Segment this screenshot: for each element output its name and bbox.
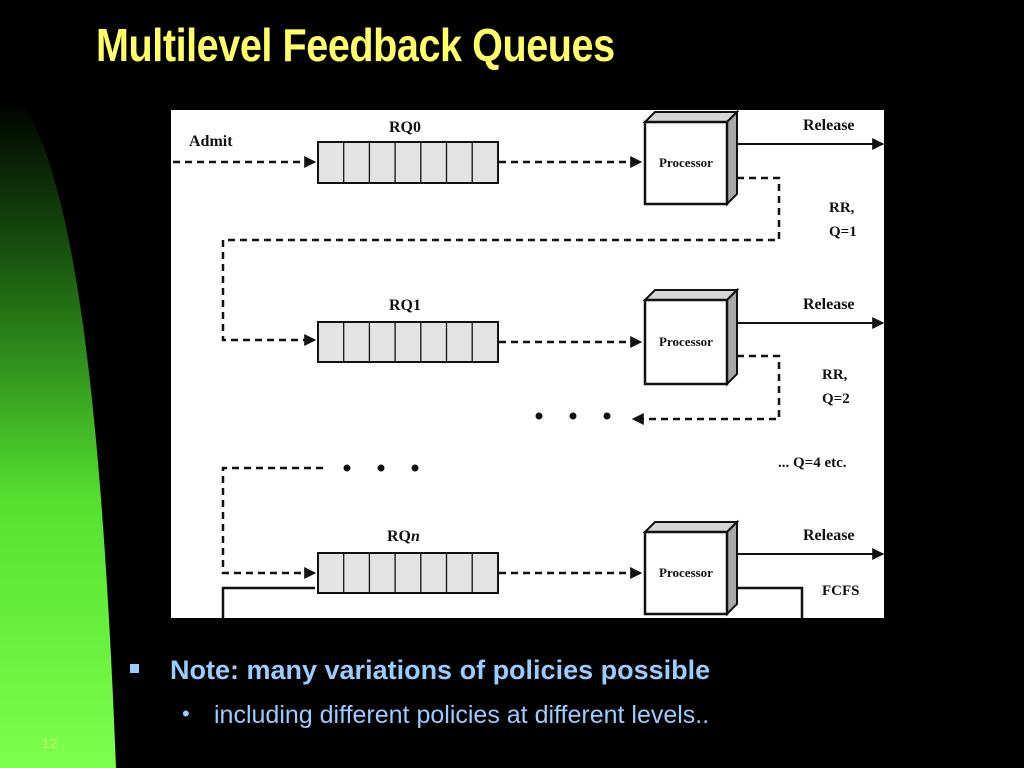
bullet-main-text: Note: many variations of policies possib… xyxy=(170,655,711,685)
policy-1-line2: Q=2 xyxy=(822,391,850,407)
queue-rqn xyxy=(317,552,499,594)
processor-label-1: Processor xyxy=(659,334,713,349)
release-label-n: Release xyxy=(803,527,855,544)
queue-label-rq0: RQ0 xyxy=(389,119,421,136)
ellipsis-dots-lower xyxy=(343,464,419,472)
queue-label-rq1: RQ1 xyxy=(389,297,421,314)
slide-title: Multilevel Feedback Queues xyxy=(96,19,615,71)
policy-0-line2: Q=1 xyxy=(829,224,857,240)
processor-label-n: Processor xyxy=(659,565,713,580)
page-number: 12 xyxy=(42,735,58,751)
bullet-sub-text: including different policies at differen… xyxy=(214,701,710,729)
queue-label-rqn: RQn xyxy=(387,528,420,545)
queue-level-0: RQ0 Processor Release RR, Q=1 xyxy=(221,110,884,346)
processor-label-0: Processor xyxy=(659,155,713,170)
policy-n-line1: FCFS xyxy=(822,583,860,599)
processor-1: Processor xyxy=(642,287,740,387)
policy-0-line1: RR, xyxy=(829,200,855,216)
processor-n: Processor xyxy=(642,519,740,617)
queue-rq0 xyxy=(317,141,499,184)
policy-1-line1: RR, xyxy=(822,367,848,383)
mlfq-diagram: Admit RQ0 Processor Release xyxy=(171,110,884,618)
ellipsis-dots-upper xyxy=(535,412,611,420)
queue-rq1 xyxy=(317,321,499,363)
queue-level-1: RQ1 Processor Release RR, Q=2 xyxy=(317,287,884,425)
queue-level-n: RQn Processor Release FCFS xyxy=(221,466,884,618)
dot-bullet-icon: • xyxy=(182,701,190,726)
admit-label: Admit xyxy=(189,133,233,150)
release-label-1: Release xyxy=(803,296,855,313)
release-label-0: Release xyxy=(803,117,855,134)
continuation-note: ... Q=4 etc. xyxy=(778,455,847,471)
processor-0: Processor xyxy=(642,110,740,207)
square-bullet-icon xyxy=(130,664,139,673)
